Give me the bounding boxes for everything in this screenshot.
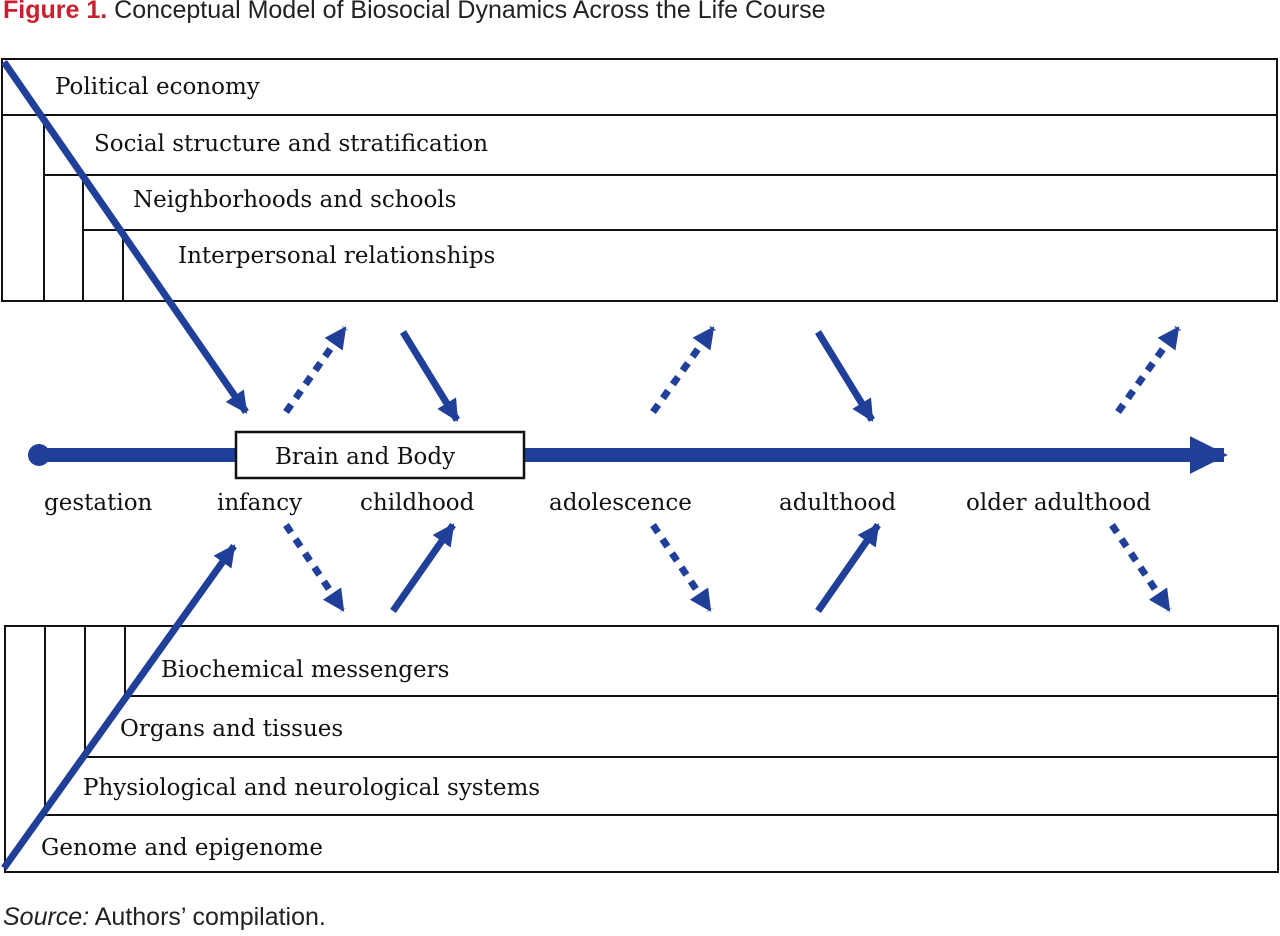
- social-level-political-economy: Political economy: [55, 74, 260, 100]
- stage-infancy: infancy: [217, 490, 302, 516]
- brain-body-label: Brain and Body: [275, 444, 455, 470]
- social-to-body-arrow: [1, 60, 249, 414]
- figure-title: Figure 1. Conceptual Model of Biosocial …: [3, 0, 826, 28]
- solid-arrow-down-adulthood: [815, 330, 875, 422]
- bio-level-biochemical: Biochemical messengers: [161, 657, 449, 683]
- stage-adulthood: adulthood: [779, 490, 896, 516]
- figure-label: Figure 1.: [3, 0, 108, 24]
- biological-levels-box: [4, 625, 1279, 873]
- source-note: Source: Authors’ compilation.: [3, 903, 326, 932]
- solid-arrow-up-childhood: [390, 522, 456, 614]
- figure-title-text: Conceptual Model of Biosocial Dynamics A…: [114, 0, 826, 24]
- brain-body-box: [234, 430, 526, 480]
- stage-childhood: childhood: [360, 490, 475, 516]
- dotted-arrow-up-infancy: [283, 325, 348, 415]
- genome-to-body-arrow: [1, 543, 237, 871]
- source-label: Source:: [3, 903, 90, 931]
- dotted-arrow-down-adolescence: [650, 523, 713, 612]
- bio-level-physiological: Physiological and neurological systems: [83, 775, 540, 801]
- dotted-arrow-up-adolescence: [650, 325, 716, 415]
- solid-arrow-up-adulthood: [815, 522, 881, 614]
- social-level-social-structure: Social structure and stratification: [94, 131, 488, 157]
- stage-adolescence: adolescence: [549, 490, 692, 516]
- bio-level-organs: Organs and tissues: [120, 716, 343, 742]
- stage-gestation: gestation: [44, 490, 153, 516]
- bio-level-genome: Genome and epigenome: [41, 835, 323, 861]
- dotted-arrow-up-older-adulthood: [1115, 325, 1181, 415]
- solid-arrow-down-childhood: [400, 330, 460, 422]
- social-level-interpersonal: Interpersonal relationships: [178, 243, 495, 269]
- stage-older-adulthood: older adulthood: [966, 490, 1151, 516]
- dotted-arrow-down-older-adulthood: [1109, 523, 1172, 612]
- social-levels-box: [1, 58, 1278, 302]
- source-text: Authors’ compilation.: [89, 903, 326, 931]
- dotted-arrow-down-infancy: [283, 523, 346, 612]
- social-level-neighborhoods: Neighborhoods and schools: [133, 187, 456, 213]
